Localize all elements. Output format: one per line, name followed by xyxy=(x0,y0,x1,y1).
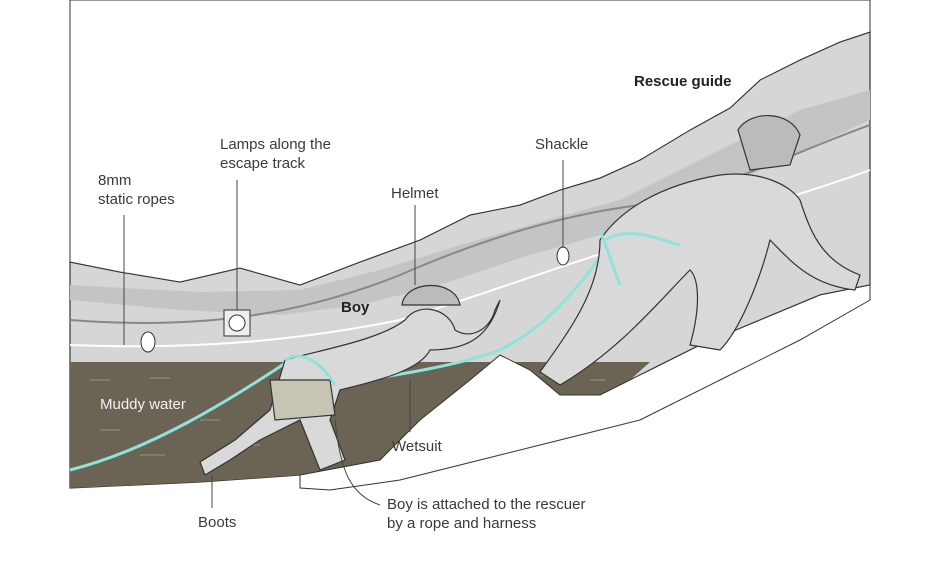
wetsuit-label: Wetsuit xyxy=(392,438,442,455)
ropes-label: 8mm static ropes xyxy=(98,171,175,209)
boots-label: Boots xyxy=(198,514,237,531)
ropes-label-line1: 8mm xyxy=(98,172,132,189)
ropes-label-line2: static ropes xyxy=(98,191,175,208)
ceiling-rock xyxy=(69,0,871,286)
leader-lines xyxy=(123,160,564,508)
attached-label-line2: by a rope and harness xyxy=(387,515,537,532)
shackle-left xyxy=(140,331,156,353)
helmet-label: Helmet xyxy=(391,185,439,202)
attached-label: Boy is attached to the rescuer by a rope… xyxy=(387,495,585,533)
lamps-label-line2: escape track xyxy=(220,155,306,172)
rescue-guide-figure xyxy=(539,115,861,386)
shackle-right xyxy=(556,246,570,266)
attached-label-line1: Boy is attached to the rescuer xyxy=(387,496,586,513)
rescue-guide-title: Rescue guide xyxy=(634,73,732,90)
boy-label: Boy xyxy=(341,299,370,316)
muddy-water-label: Muddy water xyxy=(100,396,186,413)
lamps-label: Lamps along the escape track xyxy=(220,135,331,173)
boy-figure xyxy=(199,284,501,476)
lamps-label-line1: Lamps along the xyxy=(220,136,331,153)
shackle-label: Shackle xyxy=(535,136,589,153)
cave-wall-band xyxy=(70,90,870,315)
